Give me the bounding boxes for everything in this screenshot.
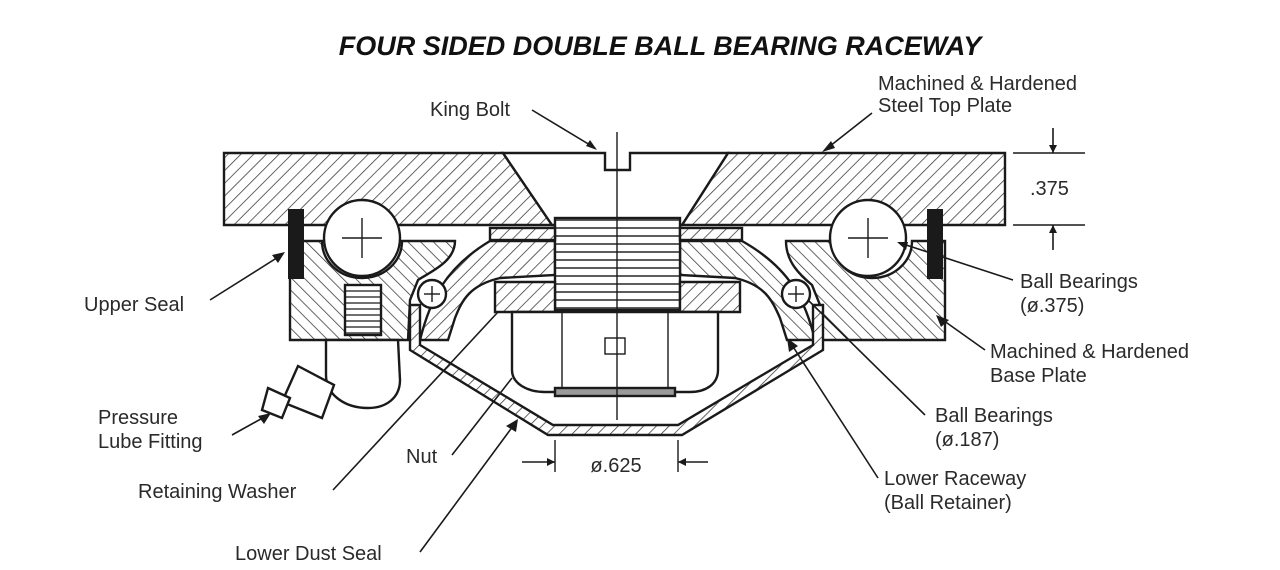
label-king-bolt: King Bolt: [430, 99, 510, 121]
label-lower-raceway-line1: Lower Raceway: [884, 468, 1026, 490]
leader-ball-bearings-large: [897, 242, 1014, 281]
nut-slot: [604, 337, 626, 355]
label-top-plate-line2: Steel Top Plate: [878, 95, 1012, 117]
label-ball-bearings-large: Ball Bearings (ø.375): [1020, 271, 1143, 317]
label-lower-raceway: Lower Raceway (Ball Retainer): [884, 468, 1032, 514]
label-base-plate: Machined & Hardened Base Plate: [990, 341, 1195, 387]
label-retaining-washer: Retaining Washer: [138, 481, 297, 503]
leader-lower-dust-seal: [419, 419, 518, 553]
leader-nut: [451, 377, 513, 456]
label-lube-fitting: Pressure Lube Fitting: [98, 407, 203, 453]
leader-base-plate: [936, 315, 986, 351]
label-upper-seal: Upper Seal: [84, 294, 184, 316]
leader-upper-seal: [209, 252, 285, 301]
lube-passage: [343, 283, 383, 337]
lube-fitting-body: [280, 364, 336, 420]
label-top-plate-line1: Machined & Hardened: [878, 73, 1077, 95]
leader-lube-fitting: [231, 413, 271, 436]
lube-fitting-nipple: [260, 386, 292, 420]
label-ball-bearings-large-line2: (ø.375): [1020, 295, 1084, 317]
label-ball-bearings-small-line1: Ball Bearings: [935, 405, 1053, 427]
label-base-plate-line2: Base Plate: [990, 365, 1087, 387]
retaining-washer-shape-r: [678, 280, 742, 314]
leader-lower-raceway: [787, 338, 879, 479]
label-top-plate: Machined & Hardened Steel Top Plate: [878, 73, 1083, 117]
washer-top-r: [678, 226, 744, 242]
label-nut: Nut: [406, 446, 438, 468]
upper-seal-right: [927, 209, 943, 279]
upper-seal-left: [288, 209, 304, 279]
label-lower-raceway-line2: (Ball Retainer): [884, 492, 1012, 514]
dim-plate-thickness: .375: [1030, 178, 1069, 200]
leader-ball-bearings-small: [807, 299, 926, 416]
lube-fitting-elbow: [324, 338, 402, 410]
hub-right: [678, 239, 817, 342]
leader-top-plate: [822, 112, 873, 152]
label-lube-fitting-line2: Lube Fitting: [98, 431, 203, 453]
label-ball-bearings-small: Ball Bearings (ø.187): [935, 405, 1058, 451]
nut-shape: [510, 310, 720, 394]
leader-retaining-washer: [332, 311, 499, 491]
label-ball-bearings-small-line2: (ø.187): [935, 429, 999, 451]
washer-top: [488, 226, 557, 242]
diagram-title: FOUR SIDED DOUBLE BALL BEARING RACEWAY: [339, 31, 985, 61]
retaining-washer-shape: [493, 280, 557, 314]
leader-king-bolt: [531, 109, 597, 150]
label-ball-bearings-large-line1: Ball Bearings: [1020, 271, 1138, 293]
label-base-plate-line1: Machined & Hardened: [990, 341, 1189, 363]
nut-base: [553, 386, 677, 398]
hub-left: [418, 239, 557, 342]
label-lower-dust-seal: Lower Dust Seal: [235, 543, 382, 565]
dim-bolt-diameter: ø.625: [590, 455, 641, 477]
label-lube-fitting-line1: Pressure: [98, 407, 178, 429]
